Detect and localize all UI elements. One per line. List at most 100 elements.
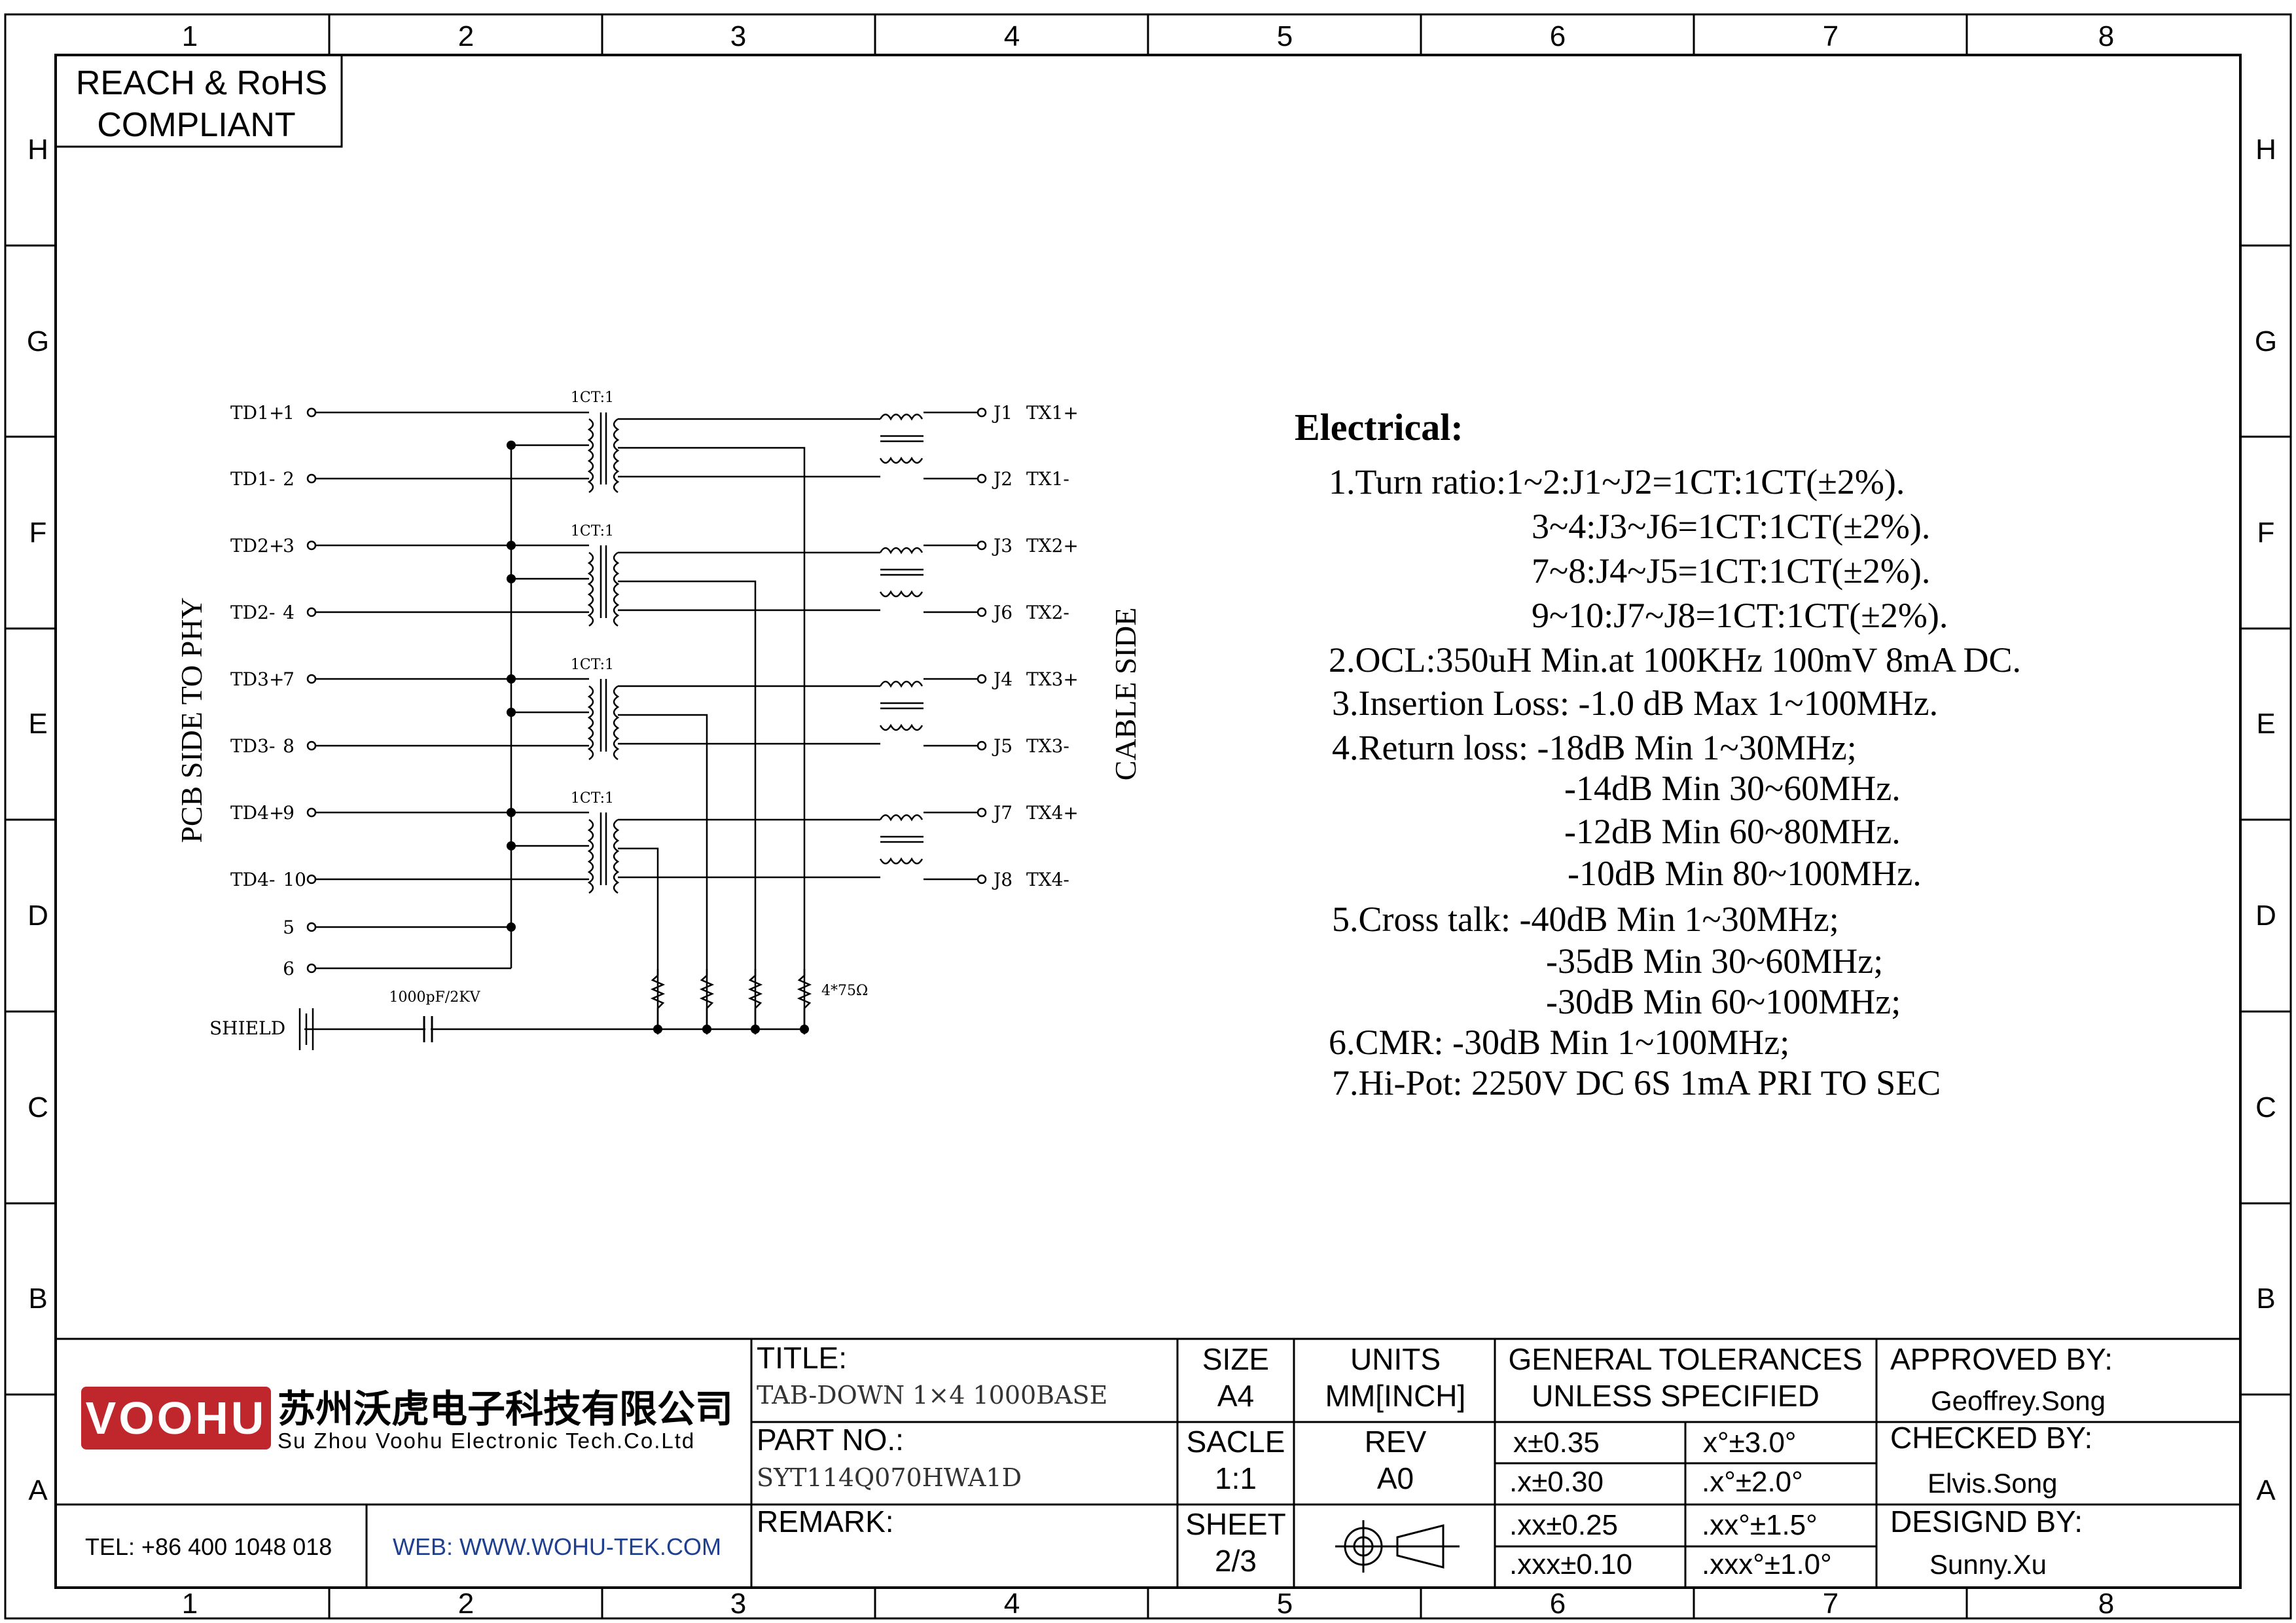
pin-j7-num: J7 bbox=[992, 802, 1013, 824]
transformer-4: 1CT:1 bbox=[571, 790, 620, 894]
title-block bbox=[56, 1338, 2240, 1588]
approved-label: APPROVED BY: bbox=[1890, 1342, 2113, 1376]
zone-col-bottom-6: 6 bbox=[1550, 1588, 1566, 1620]
pin-j1-num: J1 bbox=[992, 402, 1013, 424]
transformer-3-ratio: 1CT:1 bbox=[571, 657, 614, 673]
zone-row-right-C: C bbox=[2255, 1091, 2276, 1123]
pin-j5-num: J5 bbox=[992, 735, 1013, 757]
shield-label: SHIELD bbox=[209, 1017, 285, 1039]
pin-j2-name: TX1- bbox=[1026, 468, 1069, 490]
cable-side-label: CABLE SIDE bbox=[1109, 608, 1142, 781]
pin-j4-name: TX3+ bbox=[1026, 668, 1079, 690]
designed-label: DESIGND BY: bbox=[1890, 1504, 2083, 1539]
zone-col-top-8: 8 bbox=[2098, 20, 2114, 52]
zone-row-left-G: G bbox=[27, 325, 49, 357]
pin-j3-num: J3 bbox=[992, 535, 1013, 556]
electrical-specs: Electrical: 1.Turn ratio:1~2:J1~J2=1CT:1… bbox=[1295, 406, 2021, 1103]
right-pin-terminals bbox=[977, 407, 987, 884]
pin-td4p-num: 9 bbox=[283, 802, 295, 824]
tel-text: TEL: +86 400 1048 018 bbox=[85, 1533, 332, 1560]
tolerance-heading-2: UNLESS SPECIFIED bbox=[1532, 1379, 1820, 1413]
pin-td2p-name: TD2+ bbox=[230, 535, 284, 556]
spec-line-3: 7~8:J4~J5=1CT:1CT(±2%). bbox=[1532, 551, 1930, 591]
tolerance-linear-1: x±0.35 bbox=[1513, 1427, 1600, 1459]
electrical-heading: Electrical: bbox=[1295, 406, 1463, 448]
zone-labels: 1 2 3 4 5 6 7 8 1 2 3 4 5 6 7 8 H G F E … bbox=[27, 20, 2277, 1620]
spec-line-14: 6.CMR: -30dB Min 1~100MHz; bbox=[1329, 1023, 1789, 1062]
pin-td4m-name: TD4- bbox=[230, 869, 275, 890]
title-label: TITLE: bbox=[757, 1341, 847, 1375]
zone-col-top-5: 5 bbox=[1277, 20, 1293, 52]
zone-row-right-B: B bbox=[2256, 1283, 2275, 1315]
tolerance-angular-4: .xxx°±1.0° bbox=[1702, 1548, 1832, 1580]
scale-value: 1:1 bbox=[1215, 1461, 1257, 1495]
pin-td3p-num: 7 bbox=[283, 668, 295, 690]
sheet-label: SHEET bbox=[1185, 1507, 1285, 1541]
web-text: WEB: WWW.WOHU-TEK.COM bbox=[393, 1533, 721, 1560]
zone-row-right-G: G bbox=[2255, 325, 2277, 357]
zone-row-left-F: F bbox=[29, 517, 47, 549]
zone-col-bottom-8: 8 bbox=[2098, 1588, 2114, 1620]
designed-value: Sunny.Xu bbox=[1929, 1549, 2047, 1580]
zone-row-left-H: H bbox=[27, 134, 48, 166]
spec-line-5: 2.OCL:350uH Min.at 100KHz 100mV 8mA DC. bbox=[1329, 640, 2021, 680]
spec-line-7: 4.Return loss: -18dB Min 1~30MHz; bbox=[1332, 728, 1857, 767]
remark-label: REMARK: bbox=[757, 1504, 894, 1539]
zone-col-bottom-7: 7 bbox=[1823, 1588, 1839, 1620]
left-pin-terminals bbox=[306, 407, 317, 974]
zone-row-right-A: A bbox=[2256, 1474, 2276, 1506]
pin-j5-name: TX3- bbox=[1026, 735, 1069, 757]
compliance-line2: COMPLIANT bbox=[97, 106, 295, 144]
transformer-2-ratio: 1CT:1 bbox=[571, 523, 614, 539]
zone-row-left-A: A bbox=[28, 1474, 48, 1506]
zone-col-bottom-1: 1 bbox=[182, 1588, 198, 1620]
spec-line-10: -10dB Min 80~100MHz. bbox=[1568, 854, 1922, 893]
transformer-4-ratio: 1CT:1 bbox=[571, 790, 614, 807]
zone-col-top-4: 4 bbox=[1004, 20, 1020, 52]
units-value: MM[INCH] bbox=[1325, 1379, 1466, 1413]
tolerance-angular-3: .xx°±1.5° bbox=[1702, 1509, 1818, 1541]
pin-j1-name: TX1+ bbox=[1026, 402, 1079, 424]
transformer-3: 1CT:1 bbox=[571, 657, 620, 761]
logo-text: VOOHU bbox=[86, 1393, 267, 1444]
zone-row-right-D: D bbox=[2255, 900, 2276, 932]
pin-j7-name: TX4+ bbox=[1026, 802, 1079, 824]
zone-row-left-D: D bbox=[27, 900, 48, 932]
zone-col-top-1: 1 bbox=[182, 20, 198, 52]
spec-line-12: -35dB Min 30~60MHz; bbox=[1546, 941, 1883, 981]
spec-line-4: 9~10:J7~J8=1CT:1CT(±2%). bbox=[1532, 596, 1948, 635]
resistor-label: 4*75Ω bbox=[821, 983, 868, 999]
scale-label: SACLE bbox=[1187, 1425, 1285, 1459]
spec-line-6: 3.Insertion Loss: -1.0 dB Max 1~100MHz. bbox=[1332, 684, 1938, 723]
pin-td1m-num: 2 bbox=[283, 468, 295, 490]
pin-j6-name: TX2- bbox=[1026, 602, 1069, 623]
spec-line-15: 7.Hi-Pot: 2250V DC 6S 1mA PRI TO SEC bbox=[1332, 1063, 1941, 1103]
secondary-wires bbox=[618, 418, 880, 1034]
transformer-2: 1CT:1 bbox=[571, 523, 620, 627]
zone-col-bottom-5: 5 bbox=[1277, 1588, 1293, 1620]
zone-row-right-E: E bbox=[2256, 708, 2275, 740]
title-value: TAB-DOWN 1×4 1000BASE bbox=[757, 1381, 1107, 1410]
spec-line-13: -30dB Min 60~100MHz; bbox=[1546, 982, 1901, 1021]
tolerance-linear-4: .xxx±0.10 bbox=[1509, 1548, 1632, 1580]
size-label: SIZE bbox=[1202, 1342, 1269, 1376]
compliance-line1: REACH & RoHS bbox=[76, 64, 327, 102]
pin-j8-num: J8 bbox=[992, 869, 1013, 890]
spec-line-8: -14dB Min 30~60MHz. bbox=[1564, 769, 1901, 808]
checked-value: Elvis.Song bbox=[1928, 1468, 2057, 1499]
zone-col-top-6: 6 bbox=[1550, 20, 1566, 52]
spec-line-2: 3~4:J3~J6=1CT:1CT(±2%). bbox=[1532, 507, 1930, 546]
pin-td3m-name: TD3- bbox=[230, 735, 275, 757]
rev-value: A0 bbox=[1377, 1461, 1414, 1495]
zone-col-top-2: 2 bbox=[458, 20, 474, 52]
common-mode-chokes bbox=[879, 413, 924, 865]
spec-line-9: -12dB Min 60~80MHz. bbox=[1564, 812, 1901, 851]
tolerance-linear-3: .xx±0.25 bbox=[1509, 1509, 1618, 1541]
pin-j6-num: J6 bbox=[992, 602, 1013, 623]
outer-border bbox=[4, 13, 2292, 1620]
zone-row-left-C: C bbox=[27, 1091, 48, 1123]
pin-td2p-num: 3 bbox=[283, 535, 295, 556]
tolerance-angular-1: x°±3.0° bbox=[1703, 1427, 1797, 1459]
zone-col-bottom-4: 4 bbox=[1004, 1588, 1020, 1620]
zone-row-right-H: H bbox=[2255, 134, 2276, 166]
